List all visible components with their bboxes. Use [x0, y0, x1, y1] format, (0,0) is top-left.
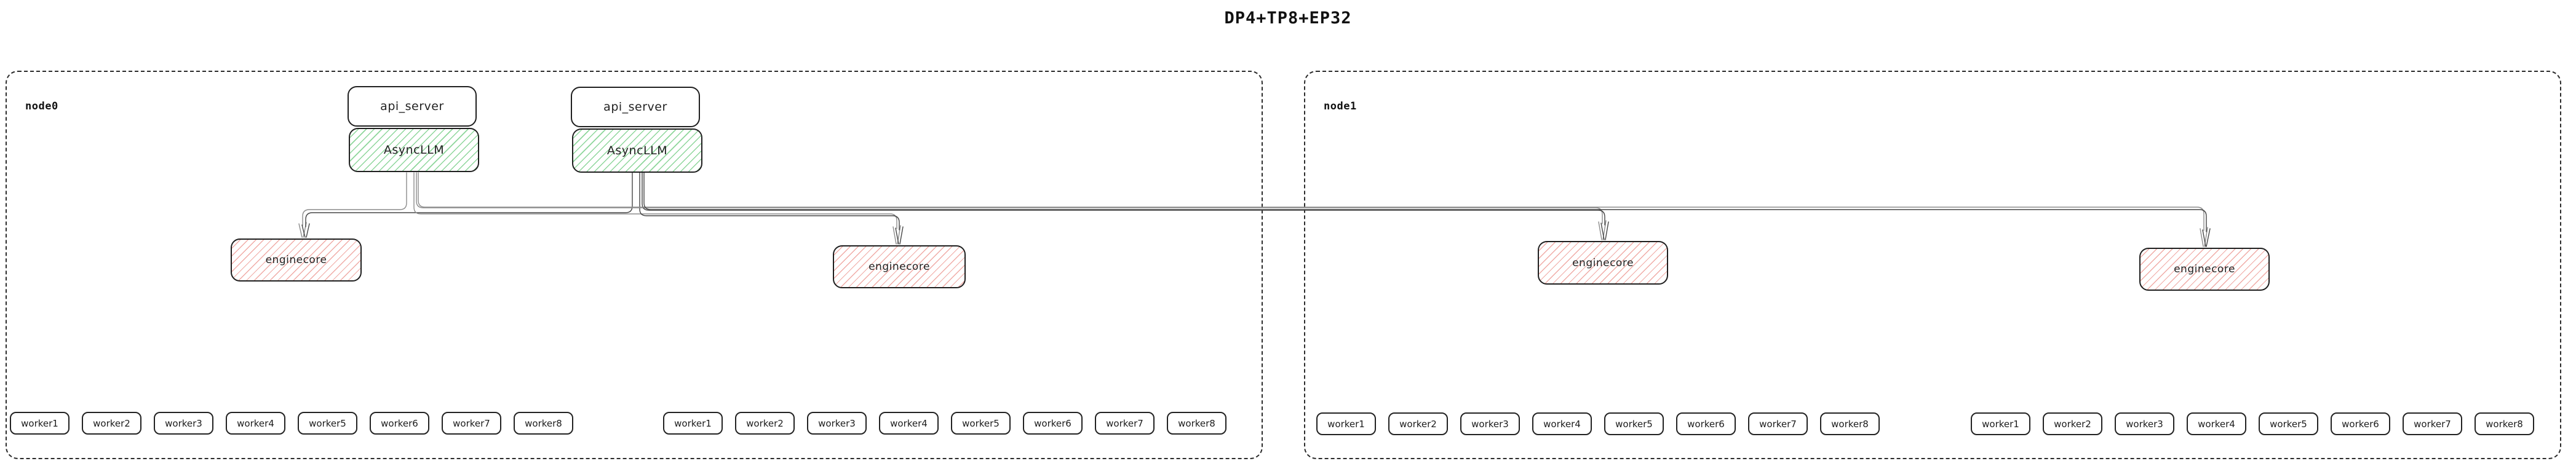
worker-box: worker1 — [1316, 412, 1376, 435]
worker-box: worker1 — [10, 412, 70, 435]
diagram-title: DP4+TP8+EP32 — [1224, 9, 1352, 28]
worker-box: worker4 — [879, 412, 939, 435]
worker-box: worker4 — [226, 412, 285, 435]
worker-box: worker8 — [1820, 412, 1880, 435]
worker-box: worker8 — [1167, 412, 1226, 435]
worker-box: worker6 — [1676, 412, 1736, 435]
node1-label: node1 — [1324, 100, 1357, 112]
asyncllm-box-1: AsyncLLM — [349, 128, 479, 172]
worker-box: worker7 — [1095, 412, 1155, 435]
node0-label: node0 — [25, 100, 58, 112]
worker-box: worker6 — [1023, 412, 1083, 435]
worker-box: worker2 — [82, 412, 141, 435]
worker-box: worker3 — [807, 412, 867, 435]
asyncllm-box-2: AsyncLLM — [572, 128, 702, 173]
worker-box: worker4 — [1532, 412, 1592, 435]
worker-group-2: worker1 worker2 worker3 worker4 worker5 worke… — [663, 412, 1226, 435]
worker-box: worker7 — [2403, 412, 2462, 435]
worker-box: worker5 — [2259, 412, 2318, 435]
enginecore-box-3: enginecore — [1538, 241, 1668, 285]
worker-group-4: worker1 worker2 worker3 worker4 worker5 worke… — [1971, 412, 2534, 435]
worker-box: worker1 — [663, 412, 723, 435]
enginecore-box-1: enginecore — [231, 238, 362, 282]
worker-box: worker5 — [298, 412, 357, 435]
worker-box: worker6 — [2331, 412, 2390, 435]
worker-box: worker3 — [154, 412, 213, 435]
worker-box: worker4 — [2187, 412, 2246, 435]
node0-container — [6, 71, 1263, 459]
enginecore-box-2: enginecore — [833, 245, 966, 288]
worker-box: worker5 — [1604, 412, 1664, 435]
worker-box: worker7 — [442, 412, 501, 435]
api-server-box-2: api_server — [571, 87, 700, 127]
worker-group-3: worker1 worker2 worker3 worker4 worker5 worke… — [1316, 412, 1880, 435]
worker-box: worker2 — [2043, 412, 2102, 435]
enginecore-box-4: enginecore — [2139, 248, 2270, 291]
worker-group-1: worker1 worker2 worker3 worker4 worker5 worke… — [10, 412, 573, 435]
node1-container — [1304, 71, 2561, 459]
worker-box: worker2 — [735, 412, 795, 435]
worker-box: worker8 — [2475, 412, 2534, 435]
worker-box: worker6 — [370, 412, 429, 435]
worker-box: worker1 — [1971, 412, 2030, 435]
worker-box: worker5 — [951, 412, 1011, 435]
worker-box: worker3 — [2115, 412, 2174, 435]
worker-box: worker3 — [1460, 412, 1520, 435]
worker-box: worker7 — [1748, 412, 1808, 435]
worker-box: worker2 — [1388, 412, 1448, 435]
api-server-box-1: api_server — [348, 86, 477, 127]
worker-box: worker8 — [514, 412, 573, 435]
